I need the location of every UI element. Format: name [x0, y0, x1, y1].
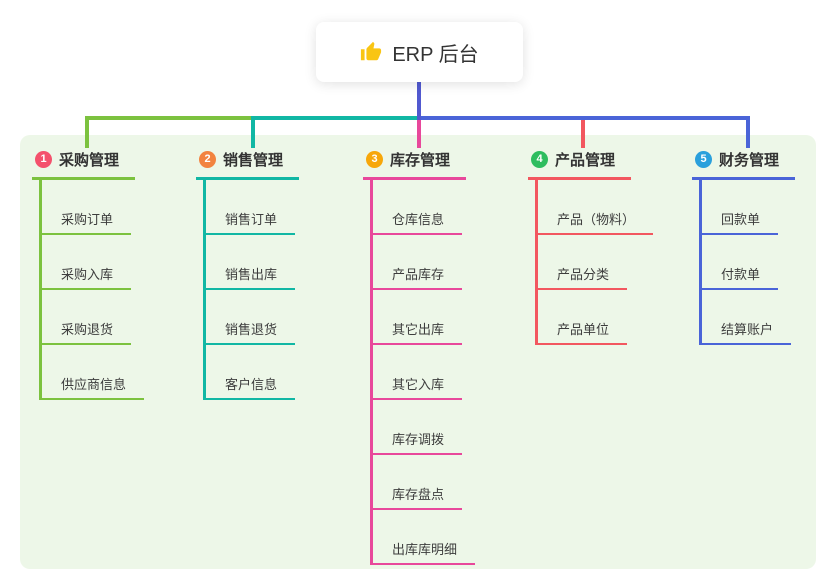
mindmap-node[interactable]: 其它入库 — [373, 345, 463, 400]
branch-items-product: 产品（物料） 产品分类 产品单位 — [535, 180, 654, 345]
branch-label: 库存管理 — [390, 151, 451, 169]
connector-drop-sales — [251, 116, 255, 148]
branch-title-product[interactable]: 4 产品管理 — [528, 148, 632, 180]
node-label: 销售订单 — [225, 212, 278, 227]
node-label: 其它入库 — [392, 377, 445, 392]
mindmap-node[interactable]: 采购退货 — [42, 290, 132, 345]
mindmap-node[interactable]: 产品分类 — [538, 235, 628, 290]
node-label: 结算账户 — [721, 322, 774, 337]
mindmap-node[interactable]: 采购入库 — [42, 235, 132, 290]
connector-drop-procurement — [85, 116, 89, 148]
mindmap-node[interactable]: 客户信息 — [206, 345, 296, 400]
connector-segment-sales — [251, 116, 417, 120]
branch-items-procurement: 采购订单 采购入库 采购退货 供应商信息 — [39, 180, 145, 400]
branch-sales: 2 销售管理 销售订单 销售出库 销售退货 客户信息 — [196, 148, 300, 400]
branch-title-procurement[interactable]: 1 采购管理 — [32, 148, 136, 180]
branch-label: 产品管理 — [555, 151, 616, 169]
branch-label: 销售管理 — [223, 151, 284, 169]
branch-items-sales: 销售订单 销售出库 销售退货 客户信息 — [203, 180, 296, 400]
node-label: 客户信息 — [225, 377, 278, 392]
node-label: 产品分类 — [557, 267, 610, 282]
branch-number-badge: 1 — [35, 150, 52, 168]
connector-drop-inventory — [417, 120, 421, 148]
mindmap-node[interactable]: 采购订单 — [42, 180, 132, 235]
mindmap-node[interactable]: 库存盘点 — [373, 455, 463, 510]
connector-drop-product — [581, 120, 585, 148]
mindmap-node[interactable]: 销售退货 — [206, 290, 296, 345]
node-label: 库存调拨 — [392, 432, 445, 447]
branch-title-sales[interactable]: 2 销售管理 — [196, 148, 300, 180]
node-label: 产品库存 — [392, 267, 445, 282]
branch-title-finance[interactable]: 5 财务管理 — [692, 148, 796, 180]
node-label: 销售出库 — [225, 267, 278, 282]
mindmap-node[interactable]: 销售出库 — [206, 235, 296, 290]
mindmap-node[interactable]: 供应商信息 — [42, 345, 145, 400]
node-label: 其它出库 — [392, 322, 445, 337]
branch-items-inventory: 仓库信息 产品库存 其它出库 其它入库 库存调拨 库存盘点 出库库明细 — [370, 180, 476, 565]
branch-items-finance: 回款单 付款单 结算账户 — [699, 180, 792, 345]
mindmap-node[interactable]: 销售订单 — [206, 180, 296, 235]
thumbs-up-icon — [360, 41, 382, 63]
node-label: 采购入库 — [61, 267, 114, 282]
branch-inventory: 3 库存管理 仓库信息 产品库存 其它出库 其它入库 库存调拨 库存盘点 出库库… — [363, 148, 476, 565]
branch-title-inventory[interactable]: 3 库存管理 — [363, 148, 467, 180]
mindmap-node[interactable]: 结算账户 — [702, 290, 792, 345]
node-label: 产品单位 — [557, 322, 610, 337]
branch-number-badge: 5 — [695, 150, 712, 168]
node-label: 采购退货 — [61, 322, 114, 337]
mindmap-node[interactable]: 仓库信息 — [373, 180, 463, 235]
node-label: 出库库明细 — [392, 542, 458, 557]
node-label: 采购订单 — [61, 212, 114, 227]
branch-label: 采购管理 — [59, 151, 120, 169]
mindmap-node[interactable]: 产品单位 — [538, 290, 628, 345]
root-connector-line — [417, 82, 421, 120]
branch-finance: 5 财务管理 回款单 付款单 结算账户 — [692, 148, 796, 345]
node-label: 产品（物料） — [557, 212, 636, 227]
connector-segment-procurement — [85, 116, 251, 120]
node-label: 付款单 — [721, 267, 761, 282]
node-label: 销售退货 — [225, 322, 278, 337]
branch-number-badge: 4 — [531, 150, 548, 168]
mindmap-node[interactable]: 库存调拨 — [373, 400, 463, 455]
branch-product: 4 产品管理 产品（物料） 产品分类 产品单位 — [528, 148, 654, 345]
root-node-label: ERP 后台 — [392, 43, 479, 66]
root-node[interactable]: ERP 后台 — [316, 22, 523, 82]
node-label: 库存盘点 — [392, 487, 445, 502]
mindmap-node[interactable]: 产品库存 — [373, 235, 463, 290]
mindmap-node[interactable]: 出库库明细 — [373, 510, 476, 565]
mindmap-node[interactable]: 其它出库 — [373, 290, 463, 345]
node-label: 供应商信息 — [61, 377, 127, 392]
mindmap-node[interactable]: 产品（物料） — [538, 180, 654, 235]
connector-segment-finance — [421, 116, 750, 120]
node-label: 回款单 — [721, 212, 761, 227]
branch-label: 财务管理 — [719, 151, 780, 169]
branch-number-badge: 2 — [199, 150, 216, 168]
branch-procurement: 1 采购管理 采购订单 采购入库 采购退货 供应商信息 — [32, 148, 145, 400]
branches-background-panel — [20, 135, 816, 569]
branch-number-badge: 3 — [366, 150, 383, 168]
mindmap-node[interactable]: 回款单 — [702, 180, 779, 235]
mindmap-node[interactable]: 付款单 — [702, 235, 779, 290]
connector-drop-finance — [746, 116, 750, 148]
node-label: 仓库信息 — [392, 212, 445, 227]
